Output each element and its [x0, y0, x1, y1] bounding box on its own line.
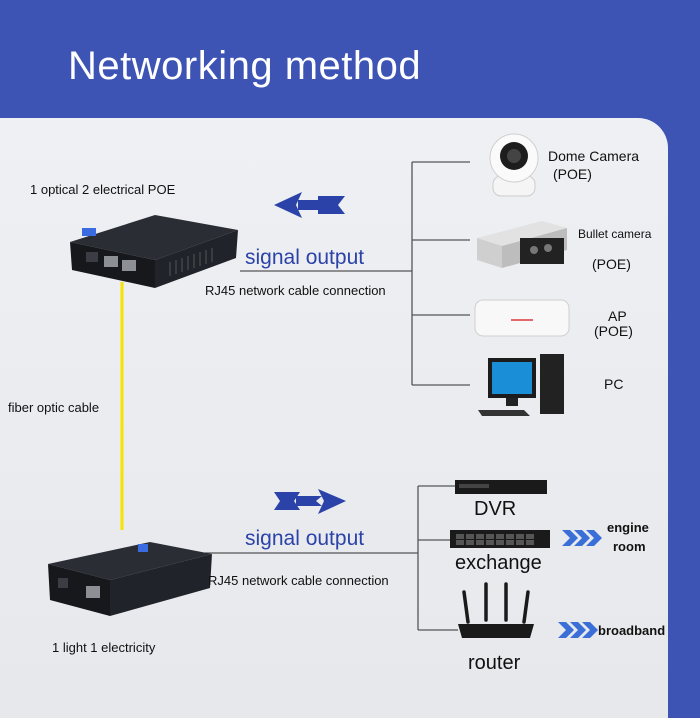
router-icon: [456, 580, 536, 642]
device-dome-sub: (POE): [553, 166, 592, 182]
bullet-camera-icon: [472, 216, 572, 272]
top-signal-output: signal output: [245, 246, 365, 269]
networking-diagram: Networking method: [0, 44, 668, 718]
connection-lines: [120, 161, 602, 638]
chevrons-broadband-icon: [558, 622, 598, 638]
access-point-icon: [473, 296, 573, 340]
device-dome-name: Dome Camera: [548, 148, 640, 164]
content-panel: [0, 118, 668, 718]
device-dvr-name: DVR: [474, 498, 517, 520]
dome-camera-icon: [485, 128, 545, 200]
device-bullet-sub: (POE): [592, 256, 631, 272]
broadband-label: broadband: [598, 623, 666, 638]
top-converter-label: 1 optical 2 electrical POE: [30, 182, 176, 197]
device-ap-sub: (POE): [594, 323, 633, 339]
top-media-converter-icon: [60, 210, 240, 290]
bottom-media-converter-icon: [40, 530, 215, 620]
page-title: Networking method: [68, 44, 422, 88]
device-router-name: router: [468, 652, 521, 674]
fiber-label: fiber optic cable: [8, 400, 100, 415]
network-switch-icon: [450, 528, 550, 552]
pc-icon: [476, 350, 572, 420]
device-exchange-name: exchange: [455, 552, 542, 574]
right-arrow-icon: [274, 489, 346, 514]
device-pc-name: PC: [604, 376, 624, 392]
left-arrow-icon: [274, 192, 345, 218]
bottom-cable-label: RJ45 network cable connection: [208, 573, 389, 588]
chevrons-engine-icon: [562, 530, 602, 546]
engine-room-line1: engine: [607, 520, 649, 535]
dvr-icon: [455, 476, 547, 498]
top-cable-label: RJ45 network cable connection: [205, 283, 386, 298]
device-ap-name: AP: [608, 308, 627, 324]
engine-room-line2: room: [613, 539, 646, 554]
bottom-signal-output: signal output: [245, 527, 365, 550]
device-bullet-name: Bullet camera: [578, 227, 652, 241]
bottom-converter-label: 1 light 1 electricity: [52, 640, 156, 655]
